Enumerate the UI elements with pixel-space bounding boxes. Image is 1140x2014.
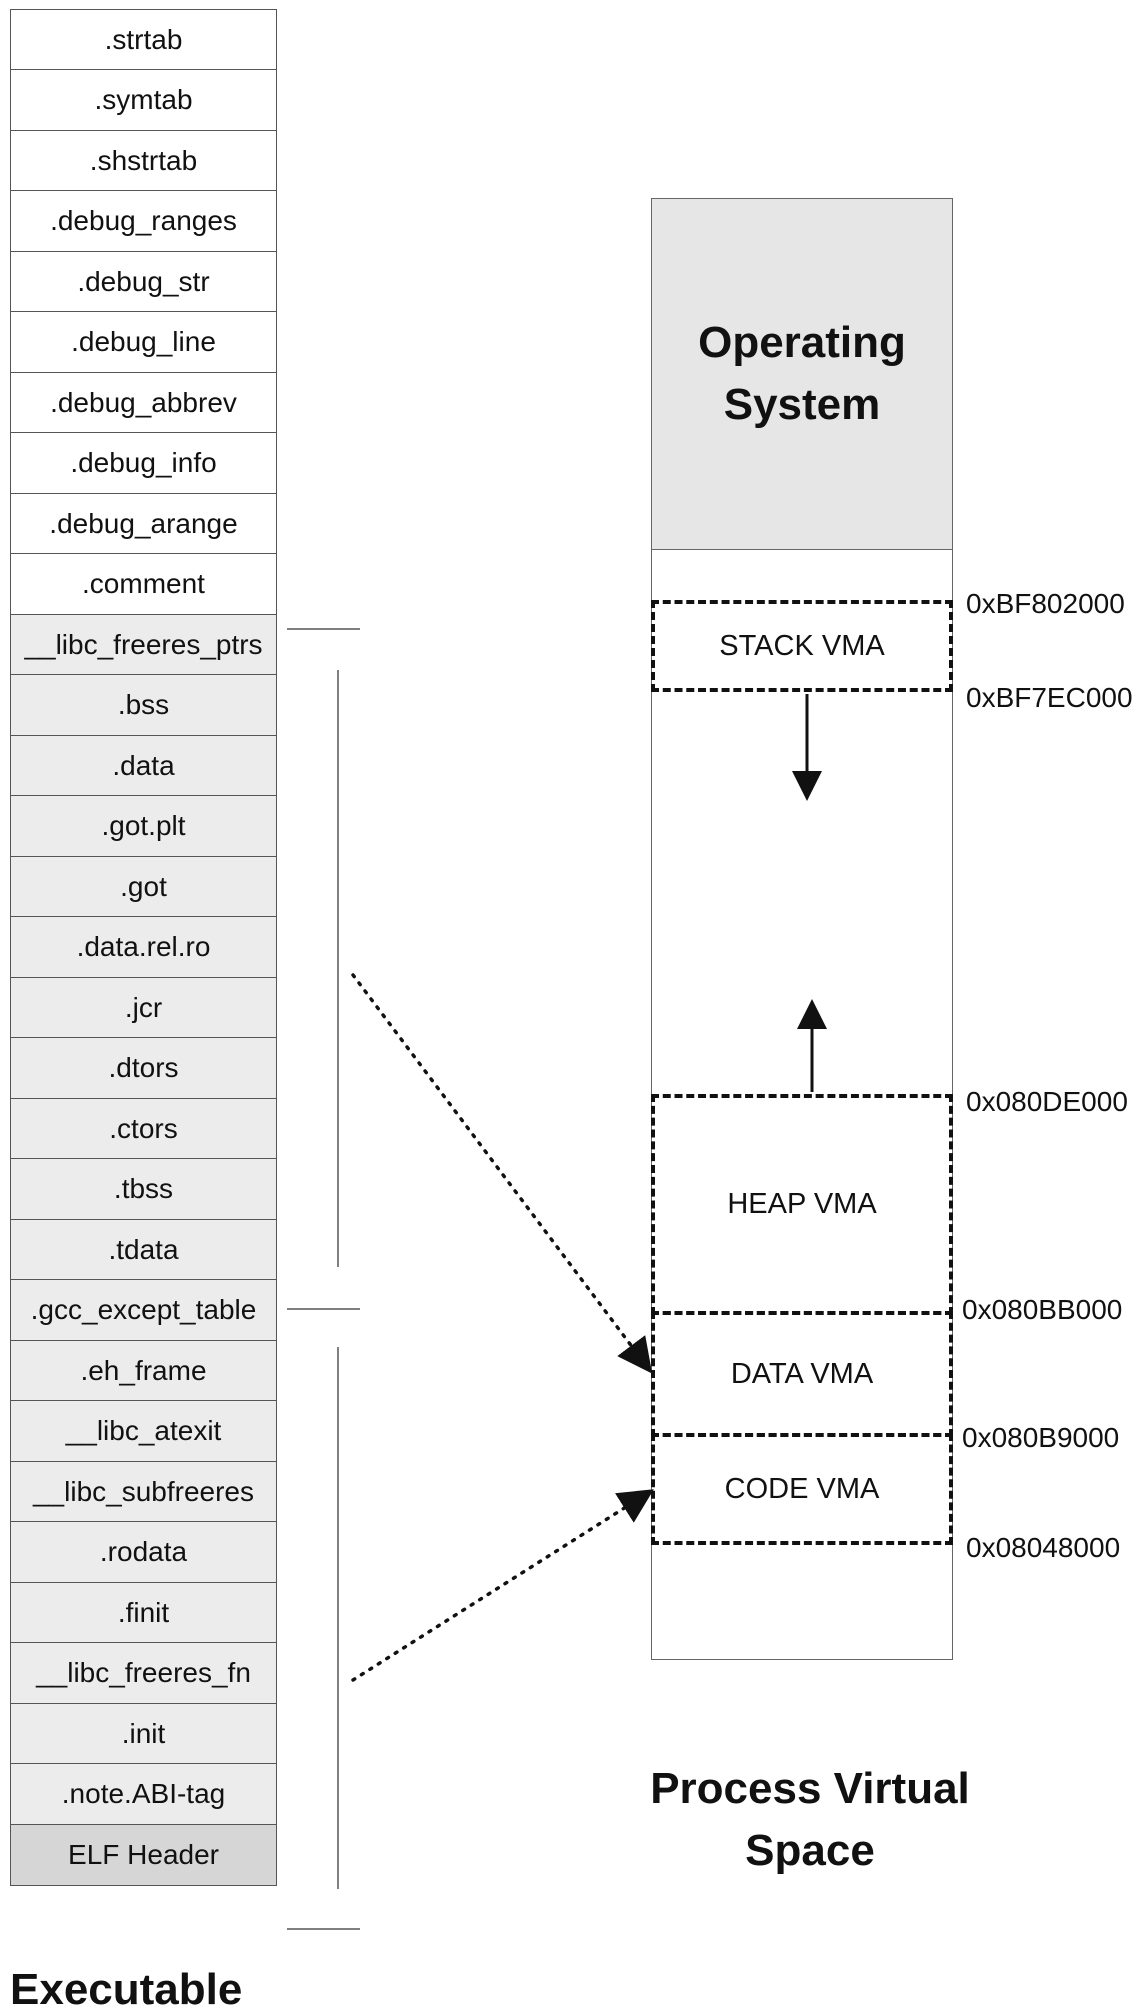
executable-title: Executable	[10, 1965, 243, 2014]
section-got-plt: .got.plt	[10, 795, 277, 857]
section-got: .got	[10, 855, 277, 918]
pvs-title-line1: Process Virtual	[650, 1764, 970, 1813]
address-stack-bottom: 0xBF7EC000	[966, 682, 1133, 713]
section-jcr: .jcr	[10, 976, 277, 1039]
section-libc-atexit: __libc_atexit	[10, 1400, 277, 1462]
section-comment: .comment	[10, 553, 277, 615]
section-libc-subfreeres: __libc_subfreeres	[10, 1460, 277, 1523]
section-init: .init	[10, 1702, 277, 1765]
operating-system-region: Operating System	[651, 198, 953, 550]
address-stack-top: 0xBF802000	[966, 588, 1125, 619]
section-rodata: .rodata	[10, 1521, 277, 1583]
section-debug-arange: .debug_arange	[10, 492, 277, 555]
operating-system-label: Operating System	[698, 312, 906, 436]
section-debug-abbrev: .debug_abbrev	[10, 371, 277, 434]
section-dtors: .dtors	[10, 1037, 277, 1099]
section-gcc-except-table: .gcc_except_table	[10, 1279, 277, 1341]
address-code-bottom: 0x08048000	[966, 1532, 1121, 1563]
code-mapping-arrow	[351, 1489, 654, 1682]
section-libc-freeres-ptrs: __libc_freeres_ptrs	[10, 613, 277, 676]
process-virtual-space-title: Process Virtual Space	[620, 1758, 1000, 1882]
section-elf-header: ELF Header	[10, 1823, 277, 1886]
section-note-abi-tag: .note.ABI-tag	[10, 1763, 277, 1825]
address-code-top: 0x080B9000	[962, 1422, 1120, 1453]
section-finit: .finit	[10, 1581, 277, 1644]
os-label-line1: Operating	[698, 318, 906, 367]
section-debug-str: .debug_str	[10, 250, 277, 313]
executable-section-list: .strtab.symtab.shstrtab.debug_ranges.deb…	[10, 8, 277, 1886]
address-data-top: 0x080BB000	[962, 1294, 1123, 1325]
section-shstrtab: .shstrtab	[10, 129, 277, 192]
section-tdata: .tdata	[10, 1218, 277, 1281]
section-bss: .bss	[10, 674, 277, 736]
section-debug-line: .debug_line	[10, 311, 277, 373]
pvs-title-line2: Space	[745, 1826, 875, 1875]
os-label-line2: System	[723, 380, 881, 429]
section-libc-freeres-fn: __libc_freeres_fn	[10, 1642, 277, 1704]
section-debug-info: .debug_info	[10, 432, 277, 494]
section-strtab: .strtab	[10, 8, 277, 71]
data-mapping-arrow	[351, 973, 653, 1374]
section-eh-frame: .eh_frame	[10, 1339, 277, 1402]
section-ctors: .ctors	[10, 1097, 277, 1160]
stack-vma: STACK VMA	[651, 600, 953, 692]
section-data-rel-ro: .data.rel.ro	[10, 916, 277, 978]
address-heap-top: 0x080DE000	[966, 1086, 1128, 1117]
code-vma: CODE VMA	[651, 1433, 953, 1545]
section-tbss: .tbss	[10, 1158, 277, 1220]
section-debug-ranges: .debug_ranges	[10, 190, 277, 252]
